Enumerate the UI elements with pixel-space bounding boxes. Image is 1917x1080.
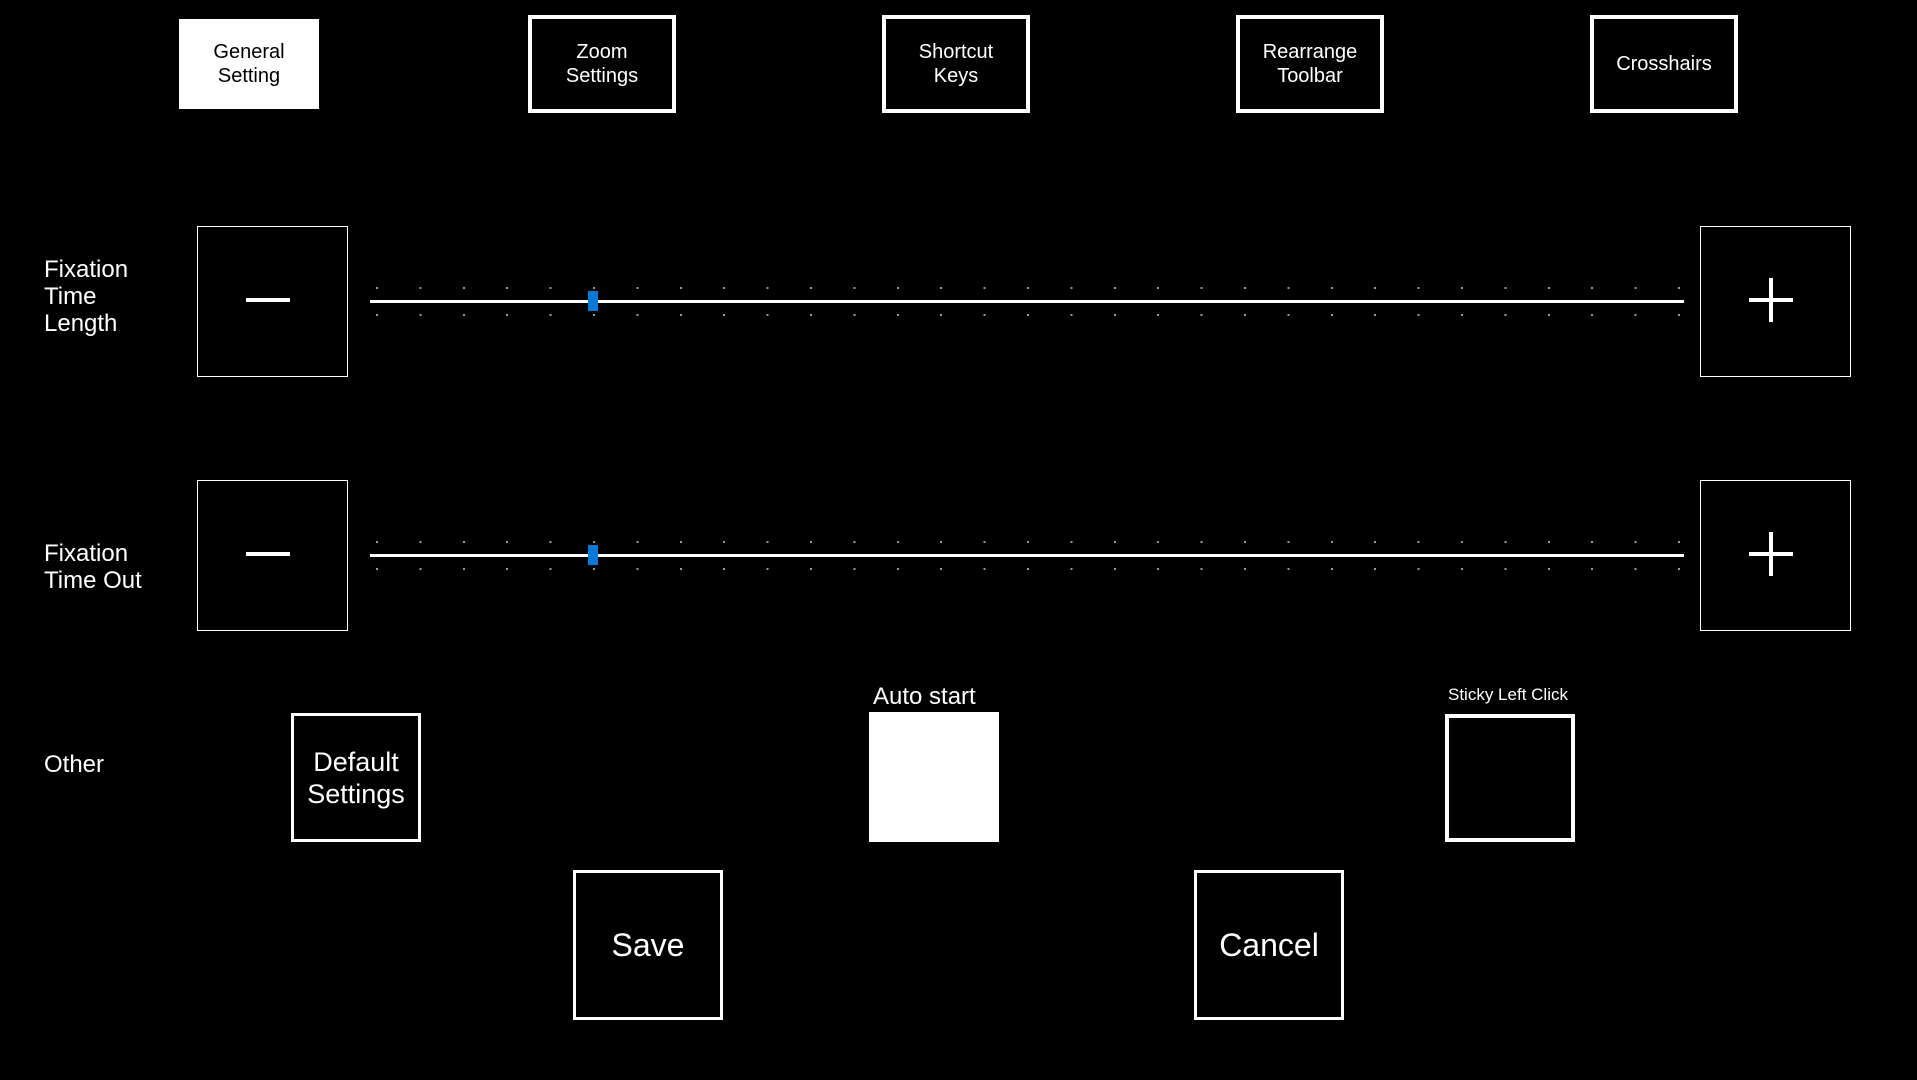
fixation-time-length-slider[interactable] [370,281,1684,321]
cancel-button[interactable]: Cancel [1194,870,1344,1020]
tab-rearrange-toolbar[interactable]: Rearrange Toolbar [1236,15,1384,113]
save-button[interactable]: Save [573,870,723,1020]
fixation-time-length-label: Fixation Time Length [44,256,129,337]
sticky-left-click-label: Sticky Left Click [1448,685,1568,704]
plus-icon-vertical [1769,278,1773,322]
slider-ticks-bottom [370,568,1684,570]
fixation-time-out-increase-button[interactable] [1700,480,1851,631]
auto-start-checkbox[interactable] [869,712,999,842]
slider-thumb[interactable] [588,291,599,311]
sticky-left-click-checkbox[interactable] [1445,714,1575,842]
fixation-time-length-increase-button[interactable] [1700,226,1851,377]
plus-icon-vertical [1769,532,1773,576]
fixation-time-out-decrease-button[interactable] [197,480,348,631]
tab-general-setting[interactable]: General Setting [179,19,319,109]
fixation-time-out-slider[interactable] [370,535,1684,575]
default-settings-button[interactable]: Default Settings [291,713,421,842]
minus-icon [246,552,290,556]
slider-track [370,554,1684,557]
fixation-time-length-decrease-button[interactable] [197,226,348,377]
tab-shortcut-keys[interactable]: Shortcut Keys [882,15,1030,113]
slider-track [370,300,1684,303]
auto-start-label: Auto start [873,683,976,710]
other-label: Other [44,751,105,778]
slider-ticks-top [370,541,1684,543]
slider-ticks-bottom [370,314,1684,316]
tab-zoom-settings[interactable]: Zoom Settings [528,15,676,113]
tab-crosshairs[interactable]: Crosshairs [1590,15,1738,113]
fixation-time-out-label: Fixation Time Out [44,540,142,594]
slider-ticks-top [370,287,1684,289]
minus-icon [246,298,290,302]
slider-thumb[interactable] [588,545,599,565]
